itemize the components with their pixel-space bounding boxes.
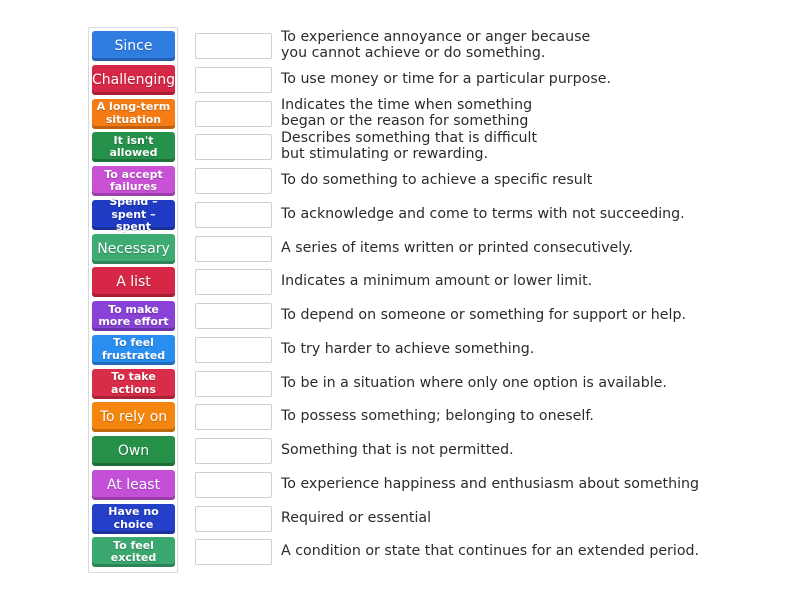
drop-slot[interactable] [195, 303, 272, 329]
tile-spend-spent-spent[interactable]: Spend – spent – spent [92, 196, 175, 233]
drop-slot[interactable] [195, 269, 272, 296]
definition-text: Describes something that is difficult bu… [281, 130, 538, 163]
definition-text: To possess something; belonging to onese… [281, 408, 594, 425]
definition-text: To try harder to achieve something. [281, 340, 535, 357]
drop-slot[interactable] [195, 505, 272, 532]
definition-text: A series of items written or printed con… [281, 239, 634, 256]
drop-slot[interactable] [195, 235, 272, 262]
definition-text: Indicates the time when something began … [281, 96, 533, 129]
drop-slot[interactable] [195, 370, 272, 397]
definition-text: To experience annoyance or anger because… [281, 29, 591, 61]
tile-long-term-situation[interactable]: A long-term situation [92, 98, 175, 129]
drop-slot[interactable] [195, 404, 272, 431]
definition-text: To acknowledge and come to terms with no… [281, 205, 685, 222]
definition-text: To depend on someone or something for su… [281, 307, 686, 323]
tile-make-more-effort[interactable]: To make more effort [92, 301, 175, 331]
drop-slot[interactable] [195, 168, 272, 194]
tile-at-least[interactable]: At least [92, 469, 175, 500]
definition-text: To experience happiness and enthusiasm a… [281, 475, 700, 492]
tile-rely-on[interactable]: To rely on [92, 402, 175, 433]
drop-slot[interactable] [195, 438, 272, 464]
definition-text: Required or essential [281, 509, 432, 526]
drop-slot[interactable] [195, 134, 272, 161]
drop-slot[interactable] [195, 539, 272, 566]
tile-isnt-allowed[interactable]: It isn't allowed [92, 132, 175, 163]
definition-text: Something that is not permitted. [281, 442, 514, 458]
drop-slot[interactable] [195, 100, 272, 127]
tile-take-actions[interactable]: To take actions [92, 368, 175, 399]
tile-accept-failures[interactable]: To accept failures [92, 166, 175, 196]
definition-text: To use money or time for a particular pu… [281, 70, 611, 87]
definition-text: Indicates a minimum amount or lower limi… [281, 273, 593, 290]
definition-text: To do something to achieve a specific re… [281, 172, 593, 188]
tile-challenging[interactable]: Challenging [92, 64, 175, 95]
drop-slot[interactable] [195, 201, 272, 228]
tile-feel-excited[interactable]: To feel excited [92, 537, 175, 568]
tile-since[interactable]: Since [92, 31, 175, 61]
drop-slot[interactable] [195, 471, 272, 498]
tile-feel-frustrated[interactable]: To feel frustrated [92, 334, 175, 365]
definition-text: A condition or state that continues for … [281, 543, 700, 560]
tile-have-no-choice[interactable]: Have no choice [92, 503, 175, 534]
drop-slot[interactable] [195, 66, 272, 93]
tile-a-list[interactable]: A list [92, 267, 175, 298]
tile-necessary[interactable]: Necessary [92, 233, 175, 264]
drop-slot[interactable] [195, 336, 272, 363]
definition-text: To be in a situation where only one opti… [281, 374, 667, 391]
drop-slot[interactable] [195, 33, 272, 59]
tile-own[interactable]: Own [92, 436, 175, 466]
